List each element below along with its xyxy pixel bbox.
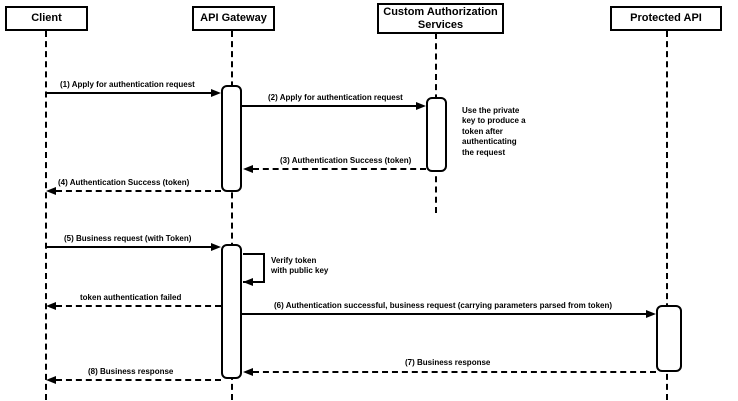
note-private-key: Use the private key to produce a token a… [462,106,526,157]
lifeline-client [45,31,47,400]
message-4-line [56,190,221,192]
activation-api-gateway-business [221,244,242,379]
activation-protected-api [656,305,682,372]
actor-client-label: Client [31,12,62,25]
message-8-arrowhead [46,376,56,384]
actor-protected-api: Protected API [610,6,722,31]
activation-custom-authorization-services [426,97,447,172]
message-token-failed-line [56,305,221,307]
message-6-line [242,313,646,315]
message-8-label: (8) Business response [88,367,174,376]
message-token-failed-arrowhead [46,302,56,310]
actor-client: Client [5,6,88,31]
self-message-verify-token-label: Verify token with public key [271,256,329,276]
message-1-label: (1) Apply for authentication request [60,80,195,89]
actor-api-gateway-label: API Gateway [200,12,267,25]
message-8-line [56,379,221,381]
message-5-label: (5) Business request (with Token) [64,234,192,243]
message-5-arrowhead [211,243,221,251]
message-2-arrowhead [416,102,426,110]
message-7-line [253,371,656,373]
message-3-arrowhead [243,165,253,173]
lifeline-protected-api [666,31,668,400]
actor-api-gateway: API Gateway [192,6,275,31]
activation-api-gateway-auth [221,85,242,192]
message-6-label: (6) Authentication successful, business … [274,301,613,310]
message-3-line [253,168,426,170]
message-5-line [46,246,212,248]
message-3-label: (3) Authentication Success (token) [280,156,412,165]
message-1-arrowhead [211,89,221,97]
self-message-verify-token-arrowhead [243,278,253,286]
message-4-label: (4) Authentication Success (token) [58,178,190,187]
message-4-arrowhead [46,187,56,195]
actor-protected-api-label: Protected API [630,12,702,25]
actor-custom-authorization-services: Custom Authorization Services [377,3,504,34]
message-2-line [242,105,417,107]
message-7-label: (7) Business response [405,358,491,367]
message-6-arrowhead [646,310,656,318]
actor-custom-authorization-services-label: Custom Authorization Services [383,5,498,31]
message-2-label: (2) Apply for authentication request [268,93,403,102]
message-token-failed-label: token authentication failed [80,293,182,302]
lifeline-api-gateway [231,31,233,400]
message-1-line [46,92,212,94]
message-7-arrowhead [243,368,253,376]
self-message-verify-token-loop [243,253,265,283]
